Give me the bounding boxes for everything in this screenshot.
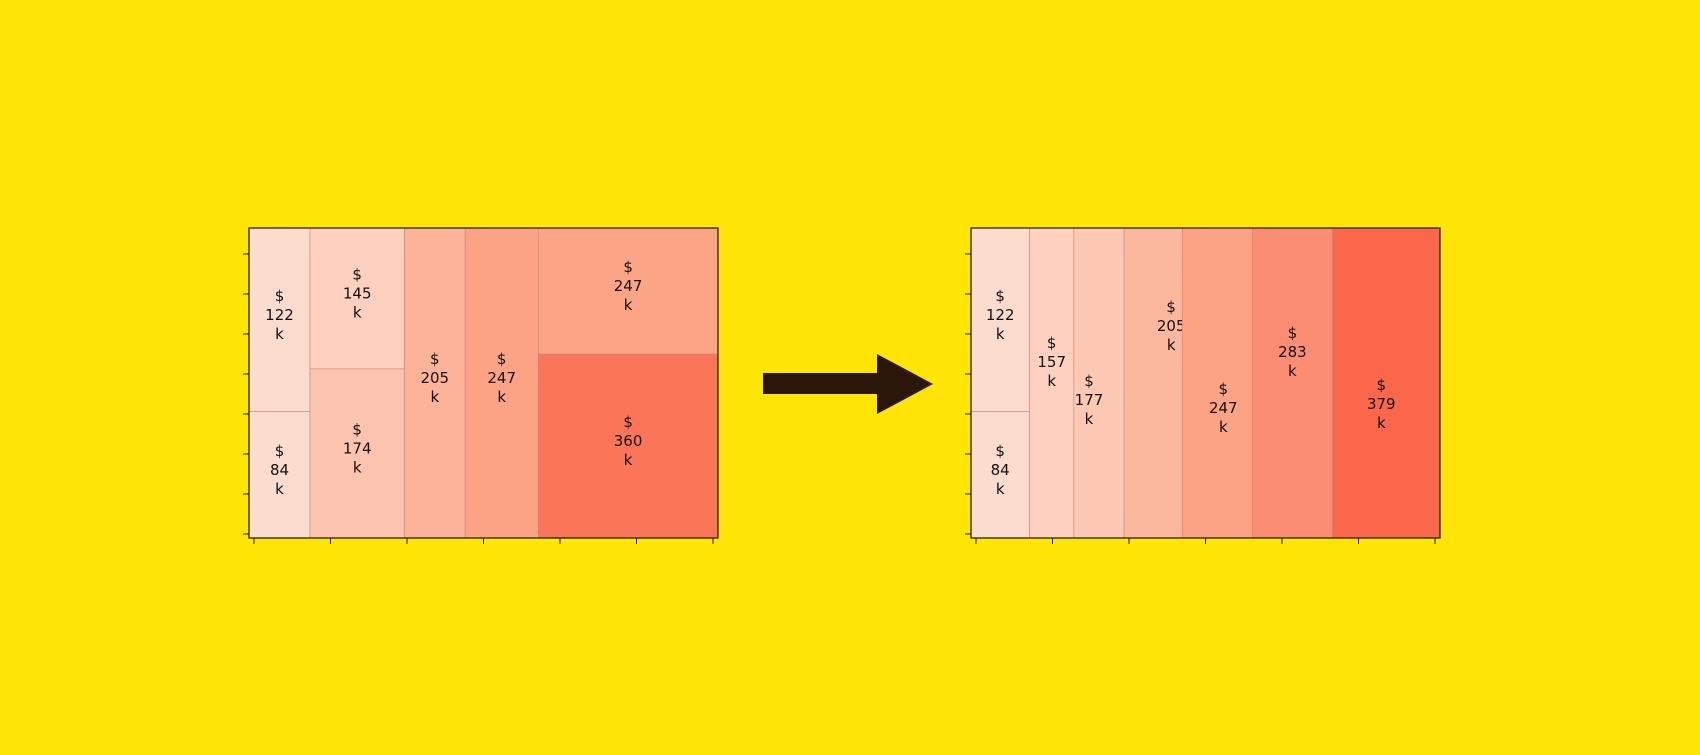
right-arrow-icon [763,354,933,414]
treemap-cell [309,368,405,539]
treemap-cell [1332,227,1441,539]
treemap-cell [970,227,1030,412]
treemap-cell [464,227,539,539]
treemap-cell [1073,227,1125,539]
treemap-cell [537,353,719,539]
treemap-cell [1181,227,1253,539]
treemap-cell [404,227,466,539]
treemap-cell [309,227,405,370]
treemap-cell [248,227,311,412]
treemap-cell [1123,227,1183,539]
treemap-cell [1251,227,1333,539]
treemap-cell [1029,227,1075,539]
